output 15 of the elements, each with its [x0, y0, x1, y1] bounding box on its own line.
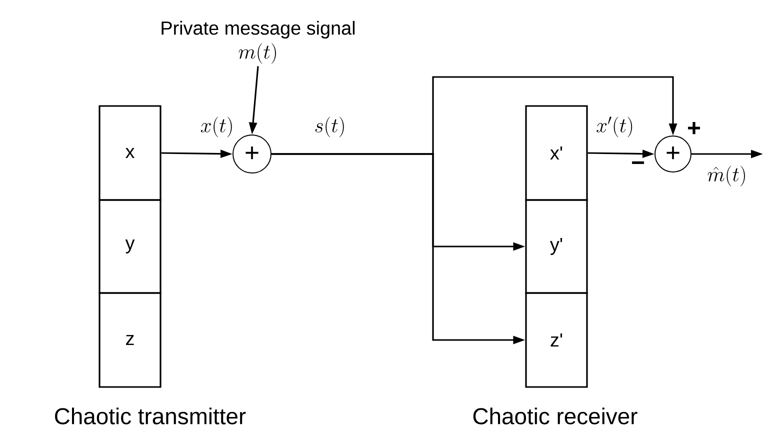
sign-label: + — [688, 122, 700, 134]
edge-label: $x'(t)$ — [596, 116, 632, 138]
summing-junction: + — [232, 134, 272, 174]
state-box: x — [98, 105, 162, 201]
state-box: y — [98, 199, 162, 294]
sign-label: − — [632, 161, 644, 164]
edge-label: $x(t)$ — [200, 116, 232, 138]
state-box: y' — [525, 199, 588, 294]
summing-junction: + — [654, 136, 692, 172]
edge-label: $s(t)$ — [315, 116, 344, 138]
edge-label: $\hat{m}(t)$ — [708, 166, 745, 186]
message-input-label: Private message signal $m(t)$ — [162, 20, 355, 64]
state-box: z' — [525, 292, 588, 388]
state-box: z — [98, 292, 162, 388]
state-box: x' — [525, 105, 588, 201]
